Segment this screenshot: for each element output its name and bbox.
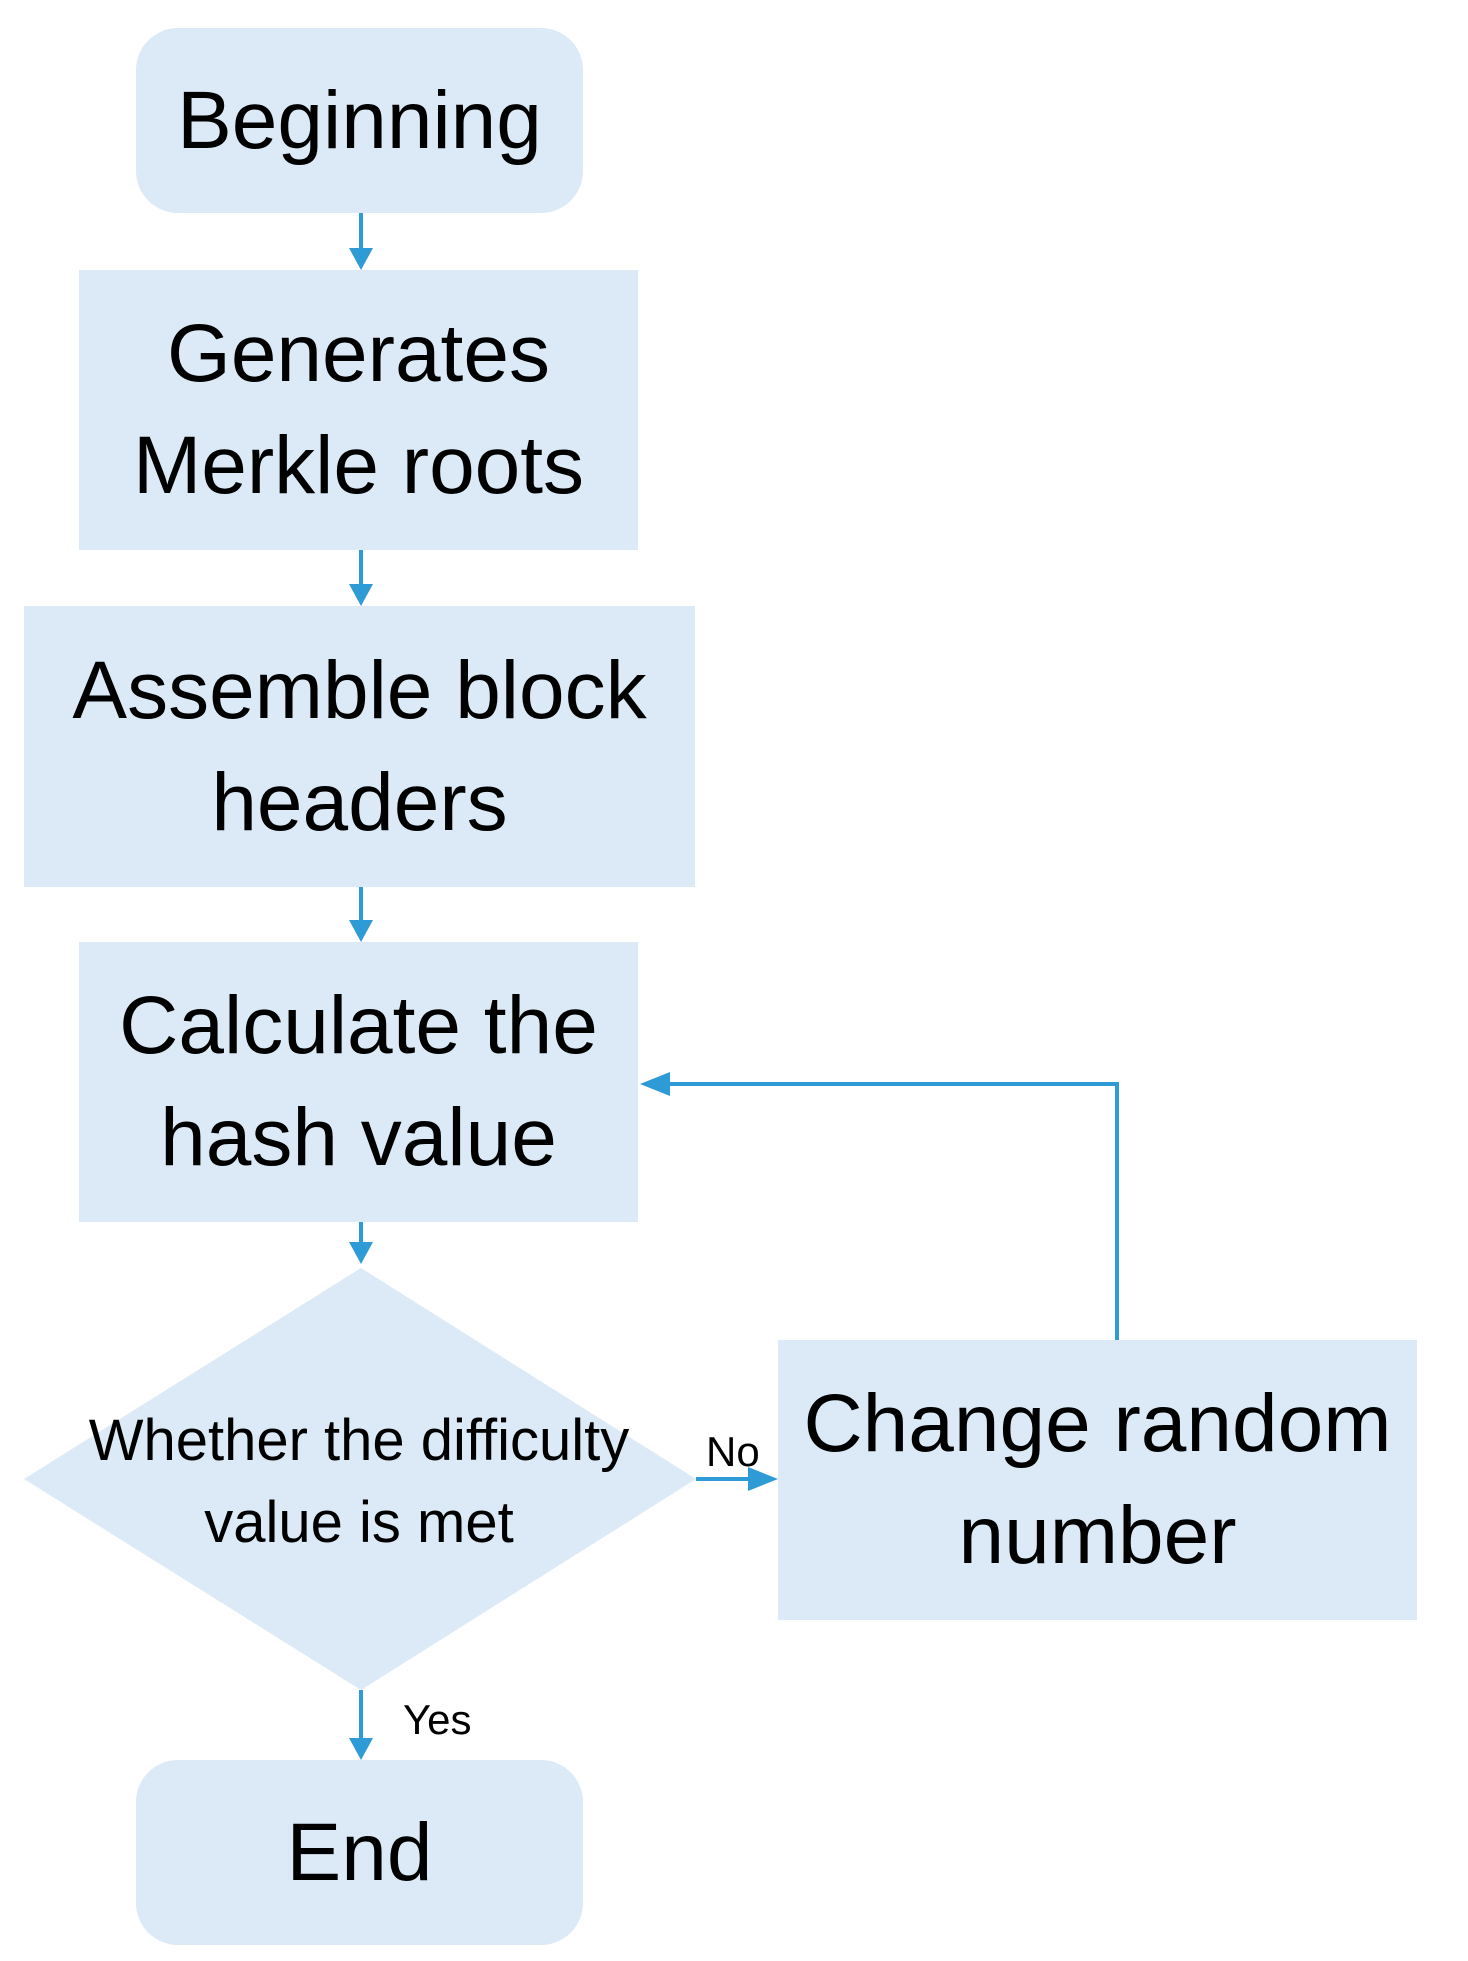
generate-merkle-node: Generates Merkle roots <box>79 270 638 550</box>
start-node-label: Beginning <box>177 74 542 166</box>
decision-node-text: Whether the difficulty value is met <box>24 1400 694 1564</box>
start-node: Beginning <box>136 28 583 213</box>
end-node: End <box>136 1760 583 1945</box>
arrowhead-assemble-to-hash <box>349 920 373 942</box>
edge-label-no: No <box>706 1428 760 1475</box>
change-random-node: Change random number <box>778 1340 1417 1620</box>
calculate-hash-line2: hash value <box>160 1092 557 1183</box>
change-random-line1: Change random <box>803 1378 1392 1469</box>
generate-merkle-line1: Generates <box>167 308 550 399</box>
arrowhead-decision-to-change <box>748 1467 778 1491</box>
decision-line1: Whether the difficulty <box>88 1408 630 1473</box>
assemble-headers-line2: headers <box>211 756 508 848</box>
decision-diamond <box>24 1268 696 1690</box>
arrowhead-merkle-to-assemble <box>349 584 373 606</box>
arrow-change-to-hash-loop <box>670 1082 1119 1340</box>
arrowhead-start-to-merkle <box>349 248 373 270</box>
assemble-headers-line1: Assemble block <box>72 644 647 736</box>
calculate-hash-line1: Calculate the <box>119 980 598 1071</box>
change-random-line2: number <box>958 1490 1237 1581</box>
arrowhead-decision-to-end <box>349 1738 373 1760</box>
decision-line2: value is met <box>204 1490 514 1555</box>
edge-label-yes: Yes <box>403 1696 472 1743</box>
arrowhead-change-to-hash-loop <box>640 1072 670 1096</box>
end-node-label: End <box>286 1806 433 1898</box>
calculate-hash-node: Calculate the hash value <box>79 942 638 1222</box>
generate-merkle-line2: Merkle roots <box>132 420 585 511</box>
assemble-headers-node: Assemble block headers <box>24 606 695 887</box>
arrowhead-hash-to-decision <box>349 1242 373 1264</box>
